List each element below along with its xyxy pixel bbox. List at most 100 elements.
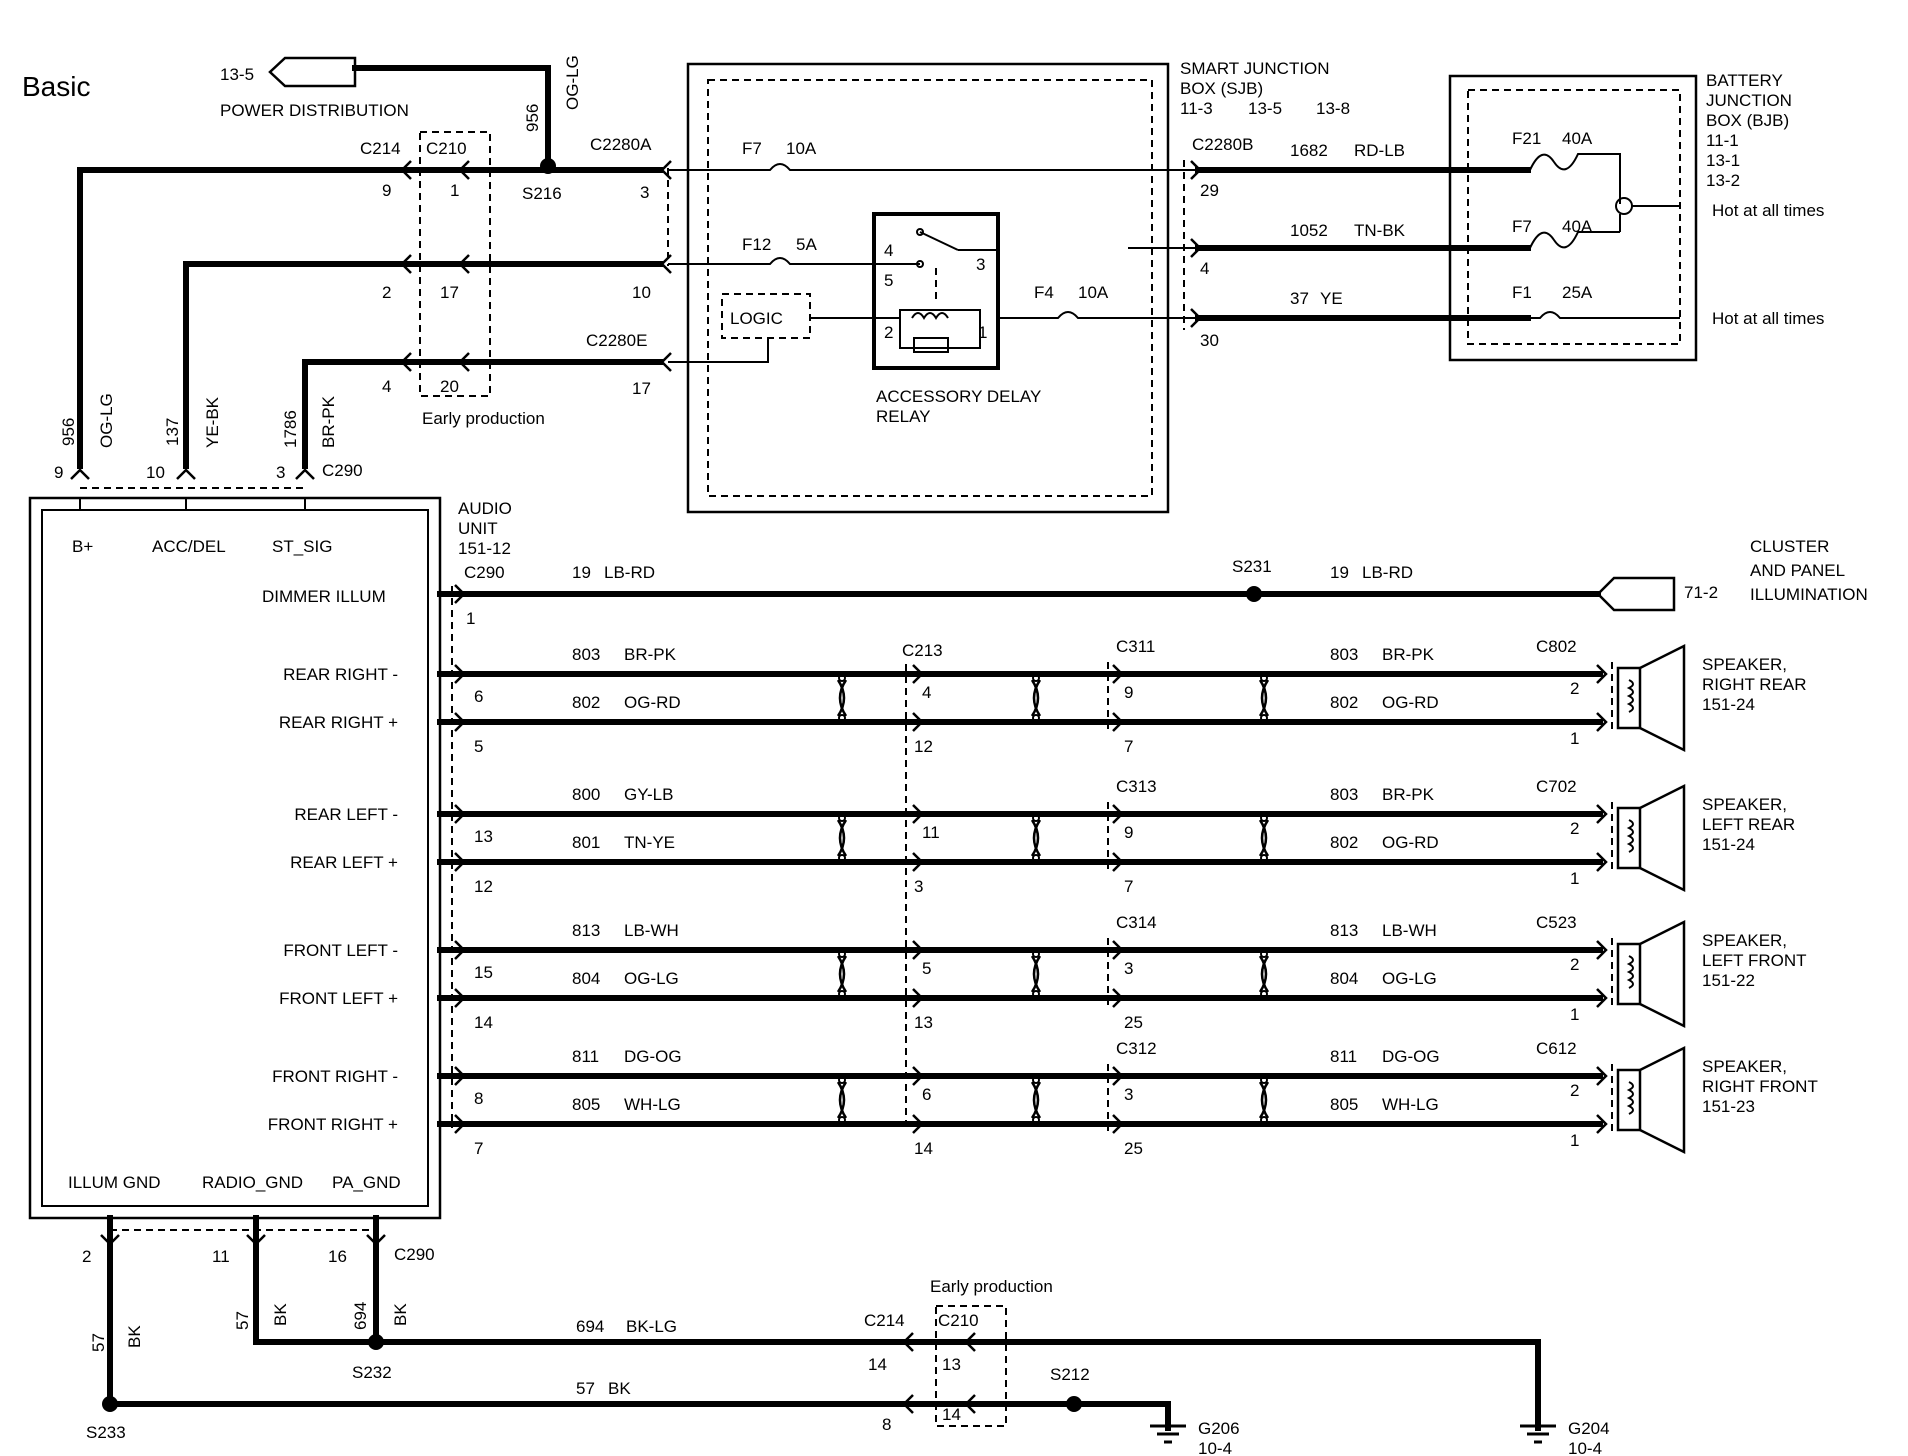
pin-c290-plus: 5 (474, 737, 483, 756)
wire-og-lg-vert: OG-LG (97, 393, 116, 448)
fuse-f21-rating: 40A (1562, 129, 1593, 148)
audio-pin-plus-label: REAR RIGHT + (279, 713, 398, 732)
wire-tn-bk: TN-BK (1354, 221, 1406, 240)
bjb-title-1: BATTERY (1706, 71, 1783, 90)
wire-color-plus-a: WH-LG (624, 1095, 681, 1114)
splice-s232 (368, 1334, 384, 1350)
pin-end-minus: 2 (1570, 1081, 1579, 1100)
pin-c213-minus: 4 (922, 683, 931, 702)
wire-bk-vert-c: BK (391, 1303, 410, 1326)
relay-pin-1: 1 (978, 323, 987, 342)
audio-pin-plus-label: REAR LEFT + (290, 853, 398, 872)
bjb-ref-1: 11-1 (1706, 131, 1739, 150)
splice-s232-label: S232 (352, 1363, 392, 1382)
fuse-f4-rating: 10A (1078, 283, 1109, 302)
audio-unit-title-3: 151-12 (458, 539, 511, 558)
wire-lb-rd-b: LB-RD (1362, 563, 1413, 582)
pin-mid-minus: 3 (1124, 959, 1133, 978)
pin-c213-plus: 12 (914, 737, 933, 756)
pin-c213-minus: 5 (922, 959, 931, 978)
pin-c290-plus: 12 (474, 877, 493, 896)
wire-57-label: 57 (576, 1379, 595, 1398)
speaker-name-2: LEFT REAR (1702, 815, 1795, 834)
bjb-ref-2: 13-1 (1706, 151, 1740, 170)
pin-c290-11: 11 (212, 1247, 230, 1266)
wire-color-minus-b: BR-PK (1382, 785, 1435, 804)
wire-color-minus-b: DG-OG (1382, 1047, 1440, 1066)
relay-pin-3: 3 (976, 255, 985, 274)
wire-1786-vert: 1786 (281, 410, 300, 448)
fuse-f1-rating: 25A (1562, 283, 1593, 302)
pin-c2280e-17: 17 (632, 379, 651, 398)
power-distribution-ref: 13-5 (220, 65, 254, 84)
wire-bk-vert-a: BK (125, 1325, 144, 1348)
pin-c2280b-29: 29 (1200, 181, 1219, 200)
c214-label-bottom: C214 (864, 1311, 905, 1330)
wire-number-minus-a: 813 (572, 921, 600, 940)
pin-mid-plus: 7 (1124, 737, 1133, 756)
wire-57-vert-b: 57 (233, 1311, 252, 1330)
c213-label: C213 (902, 641, 943, 660)
bjb-title-2: JUNCTION (1706, 91, 1792, 110)
cluster-label-2: AND PANEL (1750, 561, 1845, 580)
splice-s216-label: S216 (522, 184, 562, 203)
pin-end-minus: 2 (1570, 679, 1579, 698)
wire-number-plus-b: 805 (1330, 1095, 1358, 1114)
early-production-label-top: Early production (422, 409, 545, 428)
wire-color-minus-a: GY-LB (624, 785, 673, 804)
c290-label-side: C290 (464, 563, 505, 582)
pin-c290-10: 10 (146, 463, 165, 482)
pin-c290-16: 16 (328, 1247, 347, 1266)
sjb-ref-2: 13-5 (1248, 99, 1282, 118)
wire-color-plus-b: WH-LG (1382, 1095, 1439, 1114)
pin-end-minus: 2 (1570, 955, 1579, 974)
wire-number-plus-a: 804 (572, 969, 600, 988)
pin-acc-del: ACC/DEL (152, 537, 226, 556)
pin-end-plus: 1 (1570, 1005, 1579, 1024)
fuse-f7-bjb-rating: 40A (1562, 217, 1593, 236)
pin-c290-minus: 8 (474, 1089, 483, 1108)
speaker-name-1: SPEAKER, (1702, 795, 1787, 814)
c2280b-label: C2280B (1192, 135, 1253, 154)
speaker-name-3: 151-24 (1702, 835, 1755, 854)
wire-694-label: 694 (576, 1317, 604, 1336)
wire-number-minus-b: 813 (1330, 921, 1358, 940)
wire-bk-lg-label: BK-LG (626, 1317, 677, 1336)
hot-at-all-times-2: Hot at all times (1712, 309, 1824, 328)
audio-unit (28, 496, 442, 1220)
speaker-circuit-3 (437, 920, 1686, 1028)
logic-label: LOGIC (730, 309, 783, 328)
twisted-pair-marker (1030, 673, 1042, 723)
ground-g204-label: G204 (1568, 1419, 1610, 1438)
wire-1052: 1052 (1290, 221, 1328, 240)
audio-pin-minus-label: REAR LEFT - (294, 805, 398, 824)
connector-mid-label: C314 (1116, 913, 1157, 932)
wire-color-plus-b: OG-RD (1382, 693, 1439, 712)
pin-c213-minus: 6 (922, 1085, 931, 1104)
speaker-name-3: 151-23 (1702, 1097, 1755, 1116)
pin-pa-gnd: PA_GND (332, 1173, 401, 1192)
splice-s233-label: S233 (86, 1423, 126, 1442)
pin-c214-8: 8 (882, 1415, 891, 1434)
wire-number-minus-a: 811 (572, 1047, 599, 1066)
wire-number-plus-b: 802 (1330, 833, 1358, 852)
wire-number-plus-a: 802 (572, 693, 600, 712)
fuse-f1: F1 (1512, 283, 1532, 302)
wire-19-b: 19 (1330, 563, 1349, 582)
twisted-pair-marker (836, 949, 848, 999)
twisted-pair-marker (836, 813, 848, 863)
wire-bk-label: BK (608, 1379, 631, 1398)
connector-end-label: C802 (1536, 637, 1577, 656)
pin-illum-gnd: ILLUM GND (68, 1173, 161, 1192)
cluster-pointer (1596, 576, 1676, 612)
twisted-pair-marker (1030, 813, 1042, 863)
wire-number-plus-b: 804 (1330, 969, 1358, 988)
sjb-title-1: SMART JUNCTION (1180, 59, 1330, 78)
c2280a-label: C2280A (590, 135, 652, 154)
bjb-ref-3: 13-2 (1706, 171, 1740, 190)
wire-color-minus-b: BR-PK (1382, 645, 1435, 664)
wire-og-lg-label: OG-LG (563, 55, 582, 110)
pin-c210-1: 1 (450, 181, 459, 200)
